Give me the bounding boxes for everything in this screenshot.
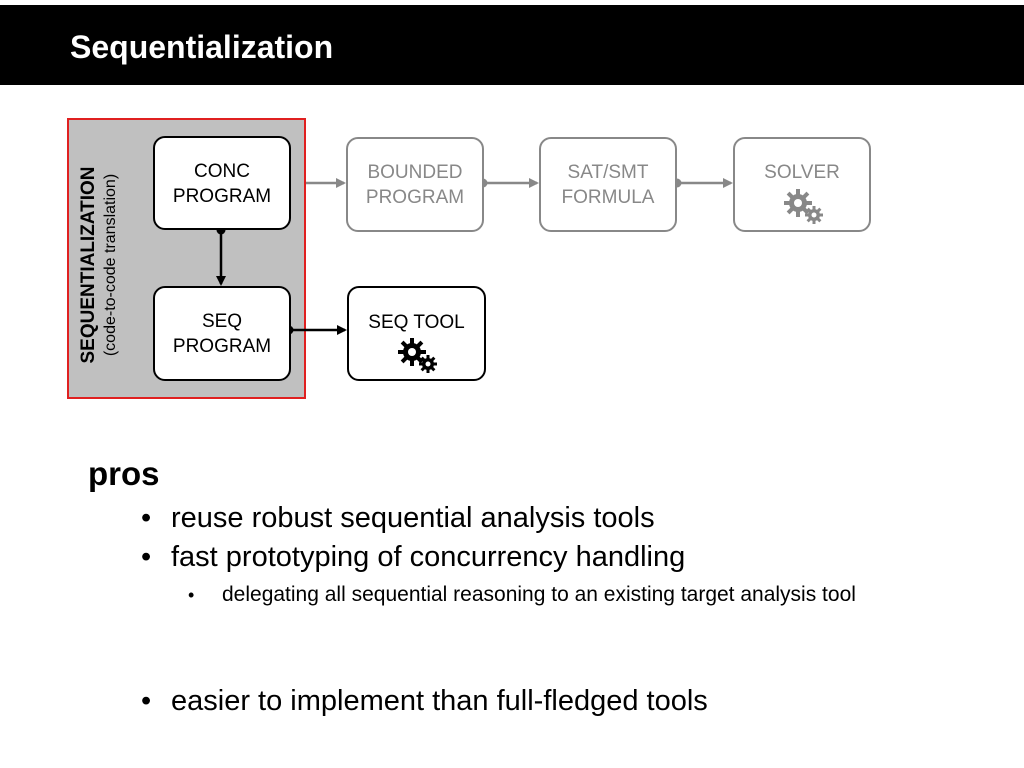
bounded-program-box: BOUNDED PROGRAM [346,137,484,232]
bullet-dot: • [141,541,152,573]
pros-item-text: fast prototyping of concurrency handling [171,541,686,573]
arrow-bounded-to-formula [478,178,539,188]
slide-title: Sequentialization [70,29,334,65]
seq-program-box: SEQ PROGRAM [153,286,291,381]
arrow-seq-to-tool [284,325,347,335]
conc-program-line2: PROGRAM [172,186,272,207]
bullet-dot: • [188,585,195,605]
conc-program-line1: CONC [194,161,250,182]
arrow-formula-to-solver [672,178,733,188]
pros-item-text: reuse robust sequential analysis tools [171,502,655,534]
pros-item-text: easier to implement than full-fledged to… [171,685,708,717]
gears-icon [784,189,823,224]
seq-tool-box: SEQ TOOL [347,286,486,381]
pros-sub-item-text: delegating all sequential reasoning to a… [222,583,856,606]
arrow-conc-to-seq [216,225,226,286]
bullet-dot: • [141,502,152,534]
gears-icon [398,338,437,373]
conc-program-box: CONC PROGRAM [153,136,291,230]
bounded-program-line1: BOUNDED [367,162,463,183]
sat-smt-formula-box: SAT/SMT FORMULA [539,137,677,232]
seq-program-line1: SEQ [201,311,243,332]
title-bar: Sequentialization [0,5,1024,85]
seq-program-line2: PROGRAM [172,336,272,357]
sat-smt-line1: SAT/SMT [567,162,649,183]
pros-heading: pros [88,455,160,492]
solver-label: SOLVER [764,162,840,183]
bounded-program-line2: PROGRAM [365,187,465,208]
solver-box: SOLVER [733,137,871,232]
bullet-dot: • [141,685,152,717]
sat-smt-line2: FORMULA [561,187,655,208]
seq-tool-label: SEQ TOOL [368,312,465,333]
